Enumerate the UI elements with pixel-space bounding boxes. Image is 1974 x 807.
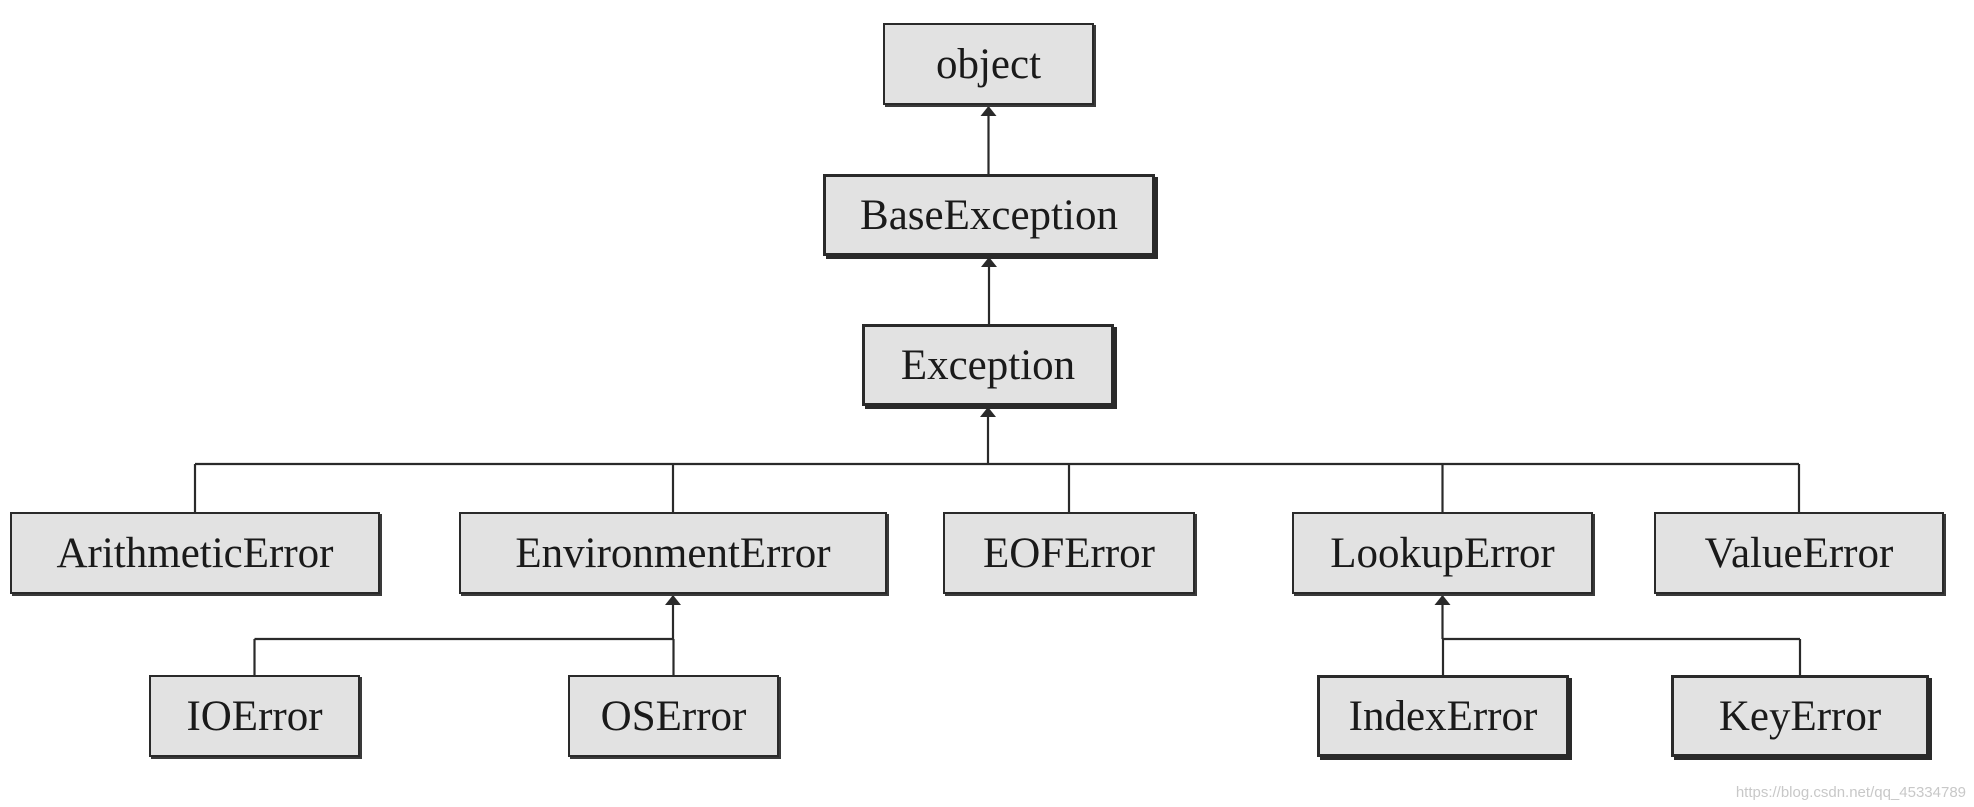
node-exception-label: Exception [900,341,1076,389]
node-io-error-label: IOError [186,692,323,740]
node-arithmetic-error: ArithmeticError [10,512,380,594]
node-value-error: ValueError [1654,512,1944,594]
node-eof-error: EOFError [943,512,1195,594]
node-lookup-error-label: LookupError [1330,529,1555,577]
node-lookup-error: LookupError [1292,512,1593,594]
node-object-label: object [935,40,1042,88]
node-exception: Exception [862,324,1114,406]
node-arithmetic-error-label: ArithmeticError [56,529,334,577]
node-os-error: OSError [568,675,779,757]
node-key-error-label: KeyError [1718,692,1882,740]
node-base-exception-label: BaseException [860,191,1118,239]
node-os-error-label: OSError [600,692,747,740]
node-eof-error-label: EOFError [983,529,1155,577]
watermark: https://blog.csdn.net/qq_45334789 [1735,784,1966,801]
node-io-error: IOError [149,675,360,757]
node-environment-error: EnvironmentError [459,512,887,594]
node-index-error-label: IndexError [1348,692,1538,740]
node-index-error: IndexError [1317,675,1569,757]
node-value-error-label: ValueError [1704,529,1894,577]
node-base-exception: BaseException [823,174,1155,256]
node-key-error: KeyError [1671,675,1929,757]
node-environment-error-label: EnvironmentError [515,529,831,577]
node-object: object [883,23,1094,105]
